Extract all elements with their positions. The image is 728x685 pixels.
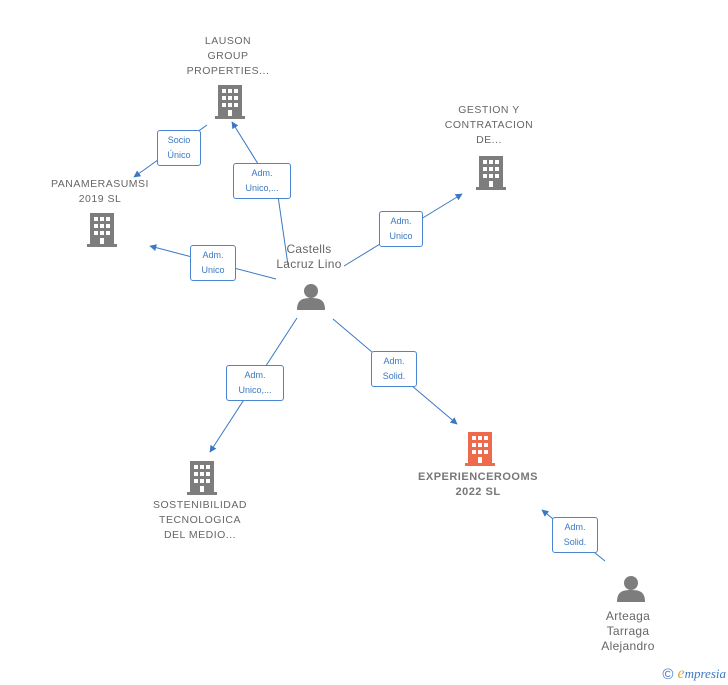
brand-logo: empresia	[677, 665, 726, 682]
node-experience-label[interactable]: EXPERIENCEROOMS 2022 SL	[418, 471, 538, 498]
node-lauson-label[interactable]: LAUSON GROUP PROPERTIES...	[186, 35, 270, 77]
building-icon-sostenibilidad	[187, 461, 217, 495]
node-sostenibilidad-label[interactable]: SOSTENIBILIDAD TECNOLOGICA DEL MEDIO...	[153, 499, 247, 541]
building-icon-experience	[465, 432, 495, 466]
edge-label-adm-unico-lauson[interactable]: Adm. Unico,...	[233, 163, 291, 199]
edge-label-adm-unico-sostenibilidad[interactable]: Adm. Unico,...	[226, 365, 284, 401]
edge-label-socio-unico[interactable]: Socio Único	[157, 130, 201, 166]
node-panamera-label[interactable]: PANAMERASUMSI 2019 SL	[51, 178, 149, 205]
building-icon-lauson	[215, 85, 245, 119]
person-icon-castells	[297, 284, 325, 310]
node-arteaga-label[interactable]: Arteaga Tarraga Alejandro	[601, 609, 655, 653]
person-icon-arteaga	[617, 576, 645, 602]
edge-label-adm-solid-arteaga[interactable]: Adm. Solid.	[552, 517, 598, 553]
copyright-icon: ©	[662, 665, 674, 683]
node-gestion-label[interactable]: GESTION Y CONTRATACION DE...	[444, 104, 534, 146]
edge-label-adm-unico-panamera[interactable]: Adm. Unico	[190, 245, 236, 281]
edge-label-adm-solid-castells[interactable]: Adm. Solid.	[371, 351, 417, 387]
edge-label-adm-unico-gestion[interactable]: Adm. Unico	[379, 211, 423, 247]
node-castells-label[interactable]: Castells Lacruz Lino	[276, 242, 342, 271]
footer-brand[interactable]: © empresia	[662, 665, 726, 683]
building-icon-panamera	[87, 213, 117, 247]
building-icon-gestion	[476, 156, 506, 190]
